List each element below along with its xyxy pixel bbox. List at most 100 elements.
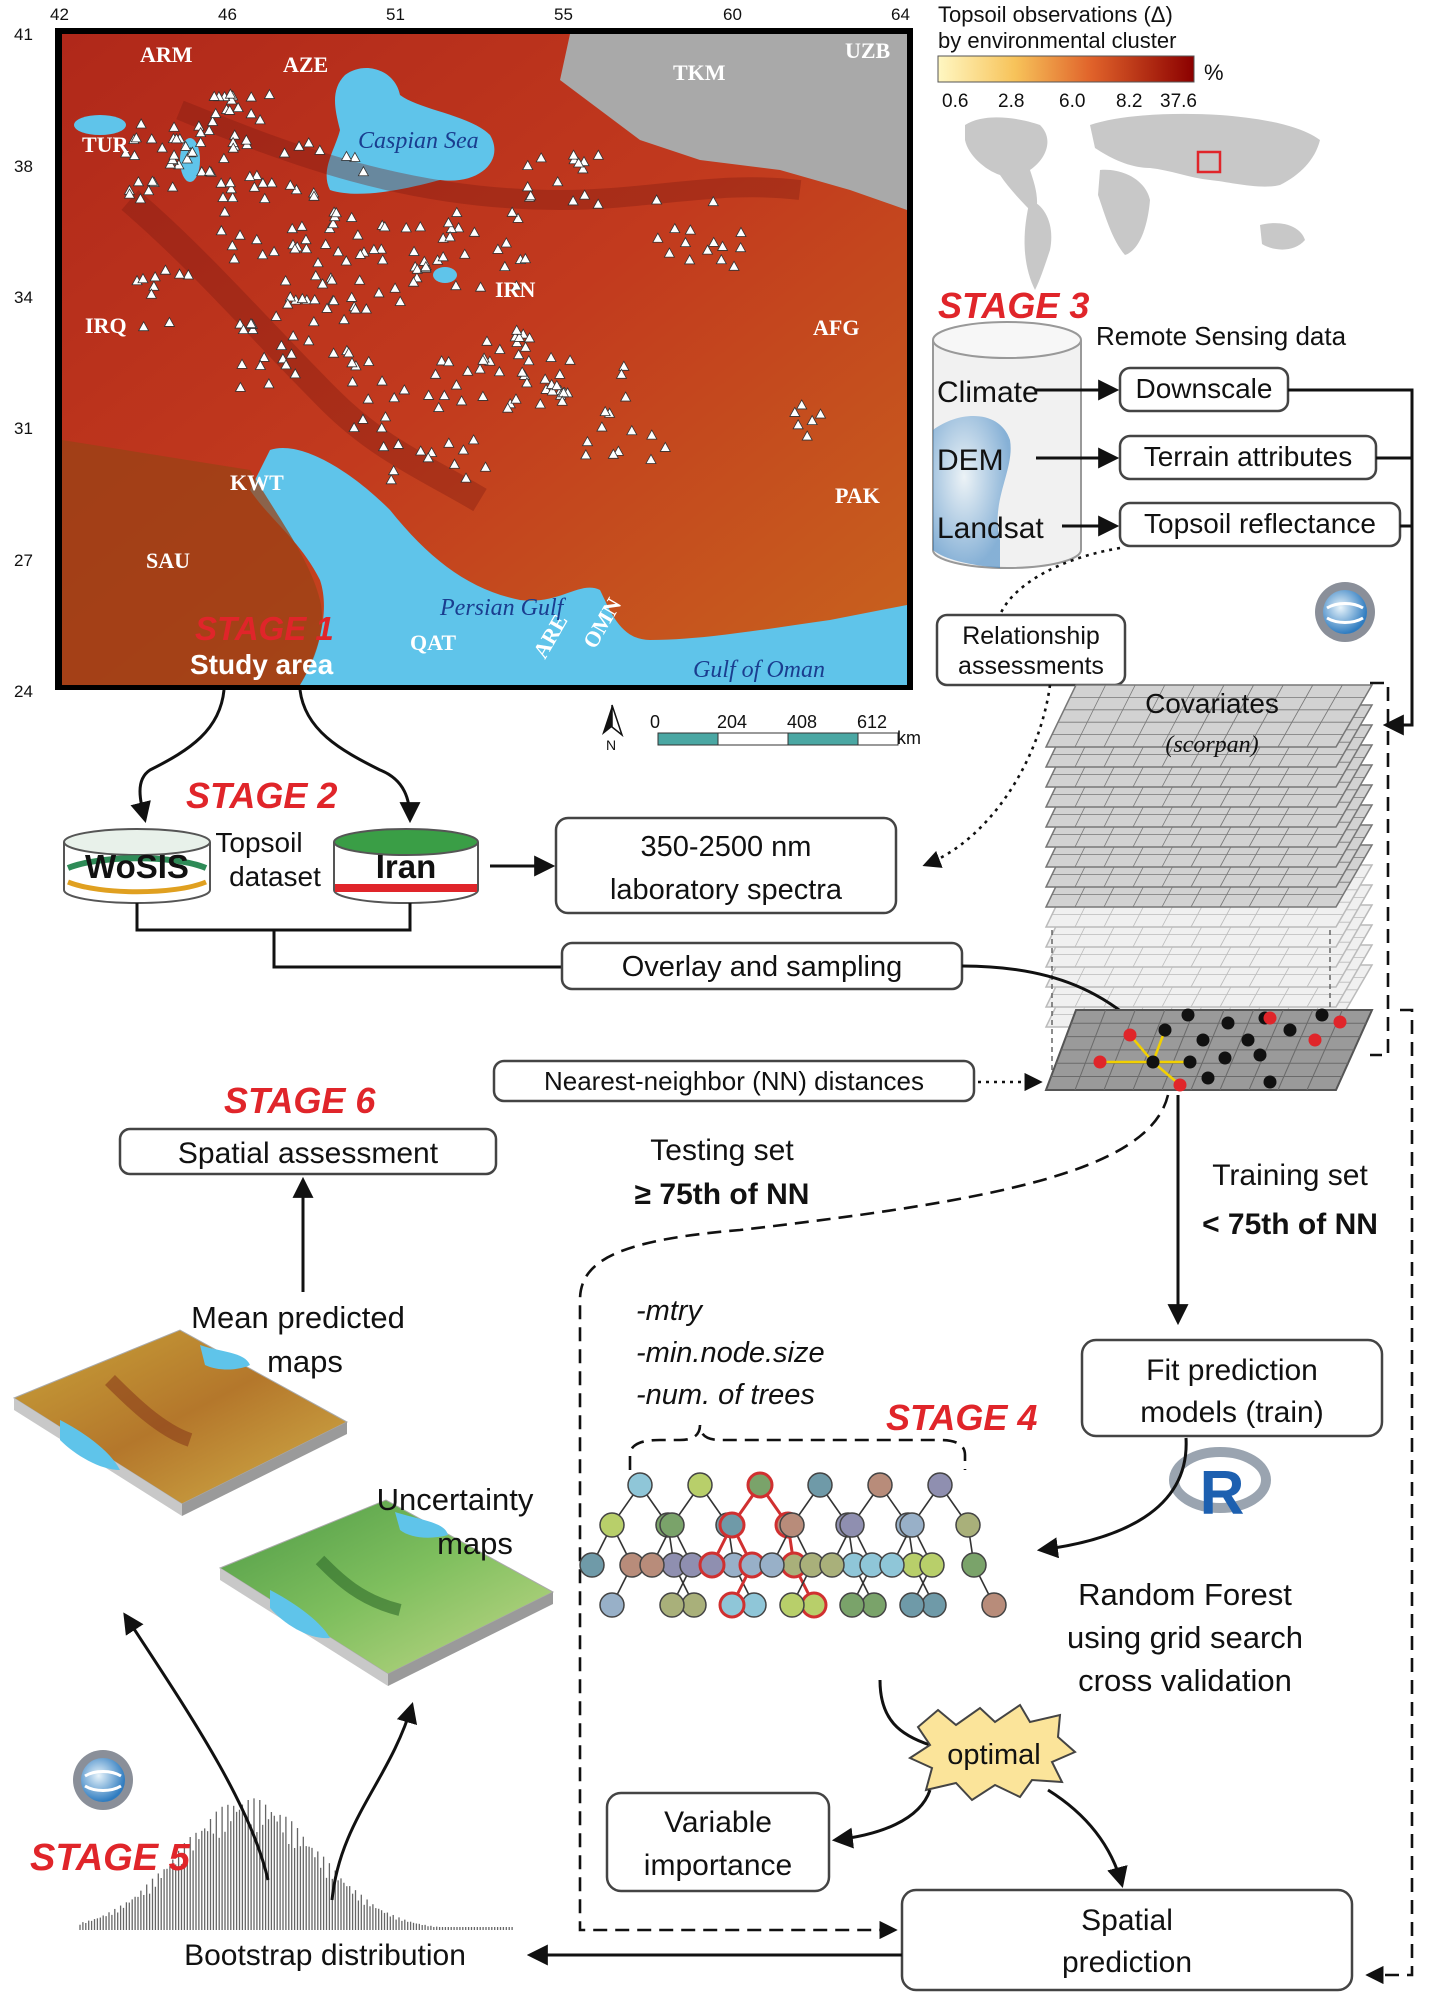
observation-triangle [225, 183, 237, 194]
observation-triangle [789, 406, 801, 417]
legend-title-1: Topsoil observations (Δ) [938, 2, 1173, 27]
observation-triangle [442, 355, 455, 367]
legend-tick-1: 2.8 [998, 91, 1024, 112]
spatial-prediction-line-1: Spatial [1081, 1904, 1173, 1937]
observation-triangle [728, 260, 740, 271]
rs-cylinder [932, 321, 1082, 569]
observation-triangle [796, 399, 808, 410]
optimal-badge [907, 1703, 1077, 1802]
training-point [1263, 1075, 1277, 1089]
stage6-label: STAGE 6 [224, 1080, 376, 1121]
training-line-2: < 75th of NN [1202, 1208, 1378, 1241]
observation-triangle [275, 339, 288, 351]
spectra-box [554, 816, 898, 915]
arrow-bootstrap-mean [123, 1612, 270, 1881]
varimp-box [605, 1791, 831, 1893]
observation-triangle [166, 181, 179, 192]
terrain-label: Terrain attributes [1144, 441, 1353, 472]
observation-triangle [375, 243, 388, 254]
training-point [1283, 1023, 1297, 1037]
observation-triangle [523, 354, 535, 366]
observation-triangle [280, 359, 292, 370]
observation-triangle [708, 236, 720, 247]
observation-triangle [266, 177, 278, 188]
observation-triangle [268, 245, 280, 257]
observation-triangle [296, 292, 309, 304]
observation-triangle [572, 157, 585, 168]
gear-globe-icon-stage5 [73, 1750, 133, 1810]
north-arrow: N [602, 704, 624, 753]
observation-triangle [429, 368, 442, 379]
testing-point [1093, 1055, 1107, 1069]
observation-triangle [300, 242, 313, 254]
observation-triangle [308, 315, 320, 327]
observation-triangle [438, 389, 451, 400]
fit-box [1080, 1338, 1384, 1438]
observation-triangle [554, 368, 566, 379]
legend-unit: % [1204, 60, 1224, 85]
testing-point [1263, 1011, 1277, 1025]
observation-triangle [519, 252, 532, 264]
arrow-map-to-iran [298, 689, 421, 824]
scorpan-label: (scorpan) [1165, 732, 1258, 758]
observation-triangle [444, 231, 456, 242]
nn-label: Nearest-neighbor (NN) distances [544, 1066, 924, 1096]
testing-point [1123, 1028, 1137, 1042]
observation-triangle [259, 192, 271, 203]
observation-triangle [263, 88, 276, 99]
observation-triangle [445, 222, 458, 233]
observation-triangle [626, 424, 638, 436]
remote-sensing-title: Remote Sensing data [1096, 321, 1347, 351]
observation-triangle [228, 253, 240, 264]
observation-triangle [512, 212, 524, 223]
observation-triangle [479, 461, 492, 472]
stage1-label: STAGE 1 [195, 610, 334, 647]
lake-namak [433, 267, 457, 283]
observation-triangle [196, 165, 208, 177]
observation-triangle [462, 365, 474, 376]
spatial-prediction-box [900, 1888, 1354, 1992]
nn-links [1100, 1029, 1190, 1086]
decision-tree [698, 1471, 828, 1619]
country-irn: IRN [495, 277, 535, 302]
observation-triangle [539, 373, 551, 384]
relationship-label-1: Relationship [962, 622, 1100, 650]
observation-triangle [163, 316, 176, 327]
observation-triangle [330, 206, 342, 218]
mean-maps-line-2: maps [267, 1344, 343, 1379]
water-labels: Caspian Sea Persian Gulf Gulf of Oman [358, 128, 825, 683]
observation-triangle [451, 206, 463, 217]
observation-triangle [379, 221, 391, 232]
fit-line-2: models (train) [1140, 1396, 1323, 1429]
observation-triangle [716, 240, 729, 251]
stage2-label: STAGE 2 [186, 775, 337, 816]
observation-triangle [206, 115, 219, 126]
observation-triangle [137, 272, 149, 284]
gear-globe-icon-stage3 [1315, 582, 1375, 642]
rf-line-1: Random Forest [1078, 1577, 1292, 1612]
observation-points [120, 88, 827, 485]
observation-triangle [388, 391, 400, 403]
observation-triangle [146, 133, 158, 144]
observation-triangle [244, 170, 256, 181]
observation-triangle [492, 243, 504, 254]
uncertainty-line-2: maps [437, 1526, 513, 1561]
observation-triangle [146, 175, 159, 186]
observation-triangle [247, 323, 259, 334]
observation-triangle [293, 140, 305, 151]
observation-triangle [332, 245, 344, 257]
observation-triangle [540, 383, 552, 394]
observation-triangle [227, 142, 239, 153]
lon-tick-42: 42 [50, 5, 69, 24]
lat-tick-38: 38 [14, 157, 33, 176]
observation-triangle [120, 147, 132, 158]
observation-triangle [659, 441, 671, 452]
observation-triangle [240, 134, 253, 145]
observation-triangle [203, 124, 215, 135]
r-logo-text: R [1200, 1459, 1245, 1528]
observation-triangle [353, 274, 366, 285]
observation-triangle [284, 179, 297, 190]
observation-triangle [564, 354, 576, 365]
observation-triangle [511, 324, 523, 335]
